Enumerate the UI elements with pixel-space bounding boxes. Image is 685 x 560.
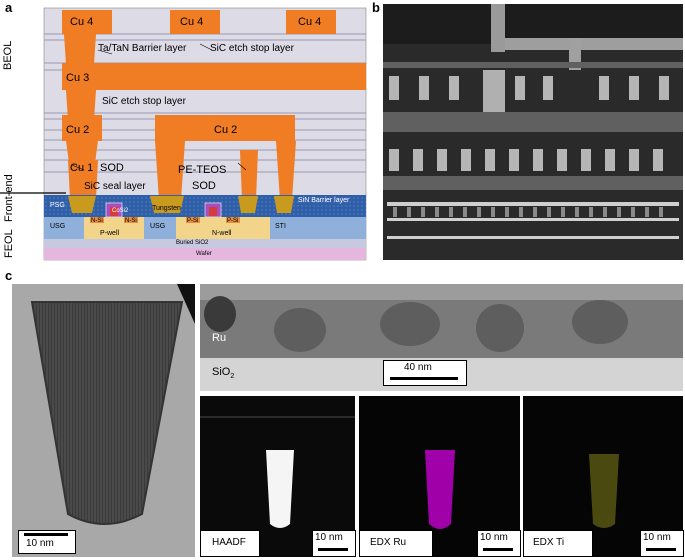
sin-barrier-label: SiN Barrier layer: [298, 197, 350, 204]
beol-text: BEOL: [2, 40, 14, 70]
p-si-label-2: P-Si: [227, 218, 239, 224]
cu4-label-1: Cu 4: [70, 16, 94, 28]
cu2-via-middle: [155, 141, 185, 200]
tungsten-plug-4: [274, 196, 294, 213]
cu3-label: Cu 3: [66, 72, 90, 84]
cu4-label-2: Cu 4: [180, 16, 204, 28]
beol-label: BEOL: [2, 40, 14, 70]
buried-sio2-layer: [44, 239, 366, 248]
tungsten-plug-3: [238, 196, 258, 213]
cu2-line-right: [155, 115, 295, 141]
sic-seal-label: SiC seal layer: [84, 181, 146, 192]
scale-bar-edx-ru: [483, 548, 513, 551]
sem-cross-section-image: [383, 4, 683, 260]
feol-text: FEOL: [3, 229, 15, 258]
sic-etch-stop-top-label: SiC etch stop layer: [210, 43, 294, 54]
cu2-label-right: Cu 2: [214, 124, 238, 136]
psg-label: PSG: [50, 202, 65, 209]
scale-label-edx-ti: 10 nm: [643, 532, 671, 543]
edx-ru-label: EDX Ru: [370, 537, 407, 548]
gate-core-2: [209, 207, 217, 216]
edx-ti-label-box: [523, 530, 593, 557]
scale-bar-box-edx-ti: [640, 530, 684, 557]
tungsten-plug-2: [150, 196, 184, 213]
panel-letter-c: c: [5, 268, 13, 283]
tungsten-label: Tungsten: [152, 205, 181, 212]
front-end-text: Front-end: [3, 174, 15, 222]
label-pointers: [71, 43, 247, 171]
buried-sio2-label: Buried SiO2: [176, 240, 209, 246]
wafer-label: Wafer: [196, 251, 212, 257]
n-well-label: N-well: [212, 230, 232, 237]
n-well: [176, 229, 270, 239]
cu1-via-right-2: [276, 141, 296, 200]
scale-bar-ru-line: [390, 377, 458, 380]
scale-bar-box-ru-line: [383, 360, 467, 386]
p-well-label: P-well: [100, 230, 120, 237]
cosi2-label: CoSi2: [112, 208, 129, 214]
feol-label: FEOL: [3, 222, 15, 258]
cu4-label-3: Cu 4: [298, 16, 322, 28]
cu4-via: [64, 34, 96, 64]
n-si-region-2: [124, 217, 138, 223]
cu2-label-left: Cu 2: [66, 124, 90, 136]
cu4-line-1: [62, 10, 112, 34]
sic-etch-stop-mid-label: SiC etch stop layer: [102, 96, 186, 107]
tem-ru-line-image: [200, 284, 683, 391]
scale-bar-trench: [24, 533, 68, 536]
cu4-line-3: [286, 10, 336, 34]
sod-right-label: SOD: [192, 180, 216, 192]
scale-label-trench: 10 nm: [26, 538, 54, 549]
p-si-label-1: P-Si: [187, 218, 199, 224]
usg-lower-mid: [144, 229, 176, 239]
usg-label-right: USG: [150, 223, 166, 230]
scale-bar-haadf: [318, 548, 348, 551]
scale-bar-edx-ti: [646, 548, 676, 551]
gate-core-1: [110, 207, 118, 216]
n-si-region-1: [90, 217, 104, 223]
p-si-region-1: [186, 217, 200, 223]
wafer-layer: [44, 248, 366, 260]
interconnect-cross-section-diagram: [0, 7, 367, 261]
cu1-label: Cu 1: [70, 162, 94, 174]
scale-label-edx-ru: 10 nm: [480, 532, 508, 543]
scale-label-ru-line: 40 nm: [404, 362, 432, 373]
haadf-label-box: [200, 530, 260, 557]
front-end-label: Front-end: [3, 166, 15, 222]
usg-label-left: USG: [50, 223, 66, 230]
edx-ti-label: EDX Ti: [533, 537, 565, 548]
tem-trench-image: [12, 284, 195, 557]
ru-label: Ru: [212, 332, 227, 344]
cu1-via: [68, 160, 98, 198]
p-si-region-2: [226, 217, 240, 223]
cu3-via: [66, 90, 96, 120]
usg-lower-left: [44, 229, 84, 239]
cu4-line-2: [170, 10, 220, 34]
panel-letter-a: a: [5, 0, 13, 15]
cu3-line: [62, 63, 366, 90]
panel-letter-b: b: [372, 0, 380, 15]
p-well: [84, 229, 144, 239]
sio2-label: SiO2: [212, 366, 234, 380]
pe-teos-label: PE-TEOS: [178, 164, 227, 176]
sti-label: STI: [275, 223, 286, 230]
sio2-text: SiO: [212, 366, 231, 378]
haadf-label: HAADF: [212, 537, 246, 548]
cu1-via-right-1: [240, 150, 258, 200]
sti-lower: [270, 229, 366, 239]
sio2-subscript: 2: [230, 373, 235, 381]
n-si-label-2: N-Si: [125, 218, 137, 224]
cu2-line-left: [62, 115, 102, 141]
barrier-label: Ta/TaN Barrier layer: [98, 43, 187, 54]
scale-label-haadf: 10 nm: [315, 532, 343, 543]
scale-bar-box-haadf: [312, 530, 356, 557]
sod-left-label: SOD: [100, 162, 124, 174]
scale-bar-box-edx-ru: [477, 530, 521, 557]
edx-ru-label-box: [359, 530, 433, 557]
tungsten-plug-1: [68, 196, 96, 213]
n-si-label-1: N-Si: [91, 218, 103, 224]
